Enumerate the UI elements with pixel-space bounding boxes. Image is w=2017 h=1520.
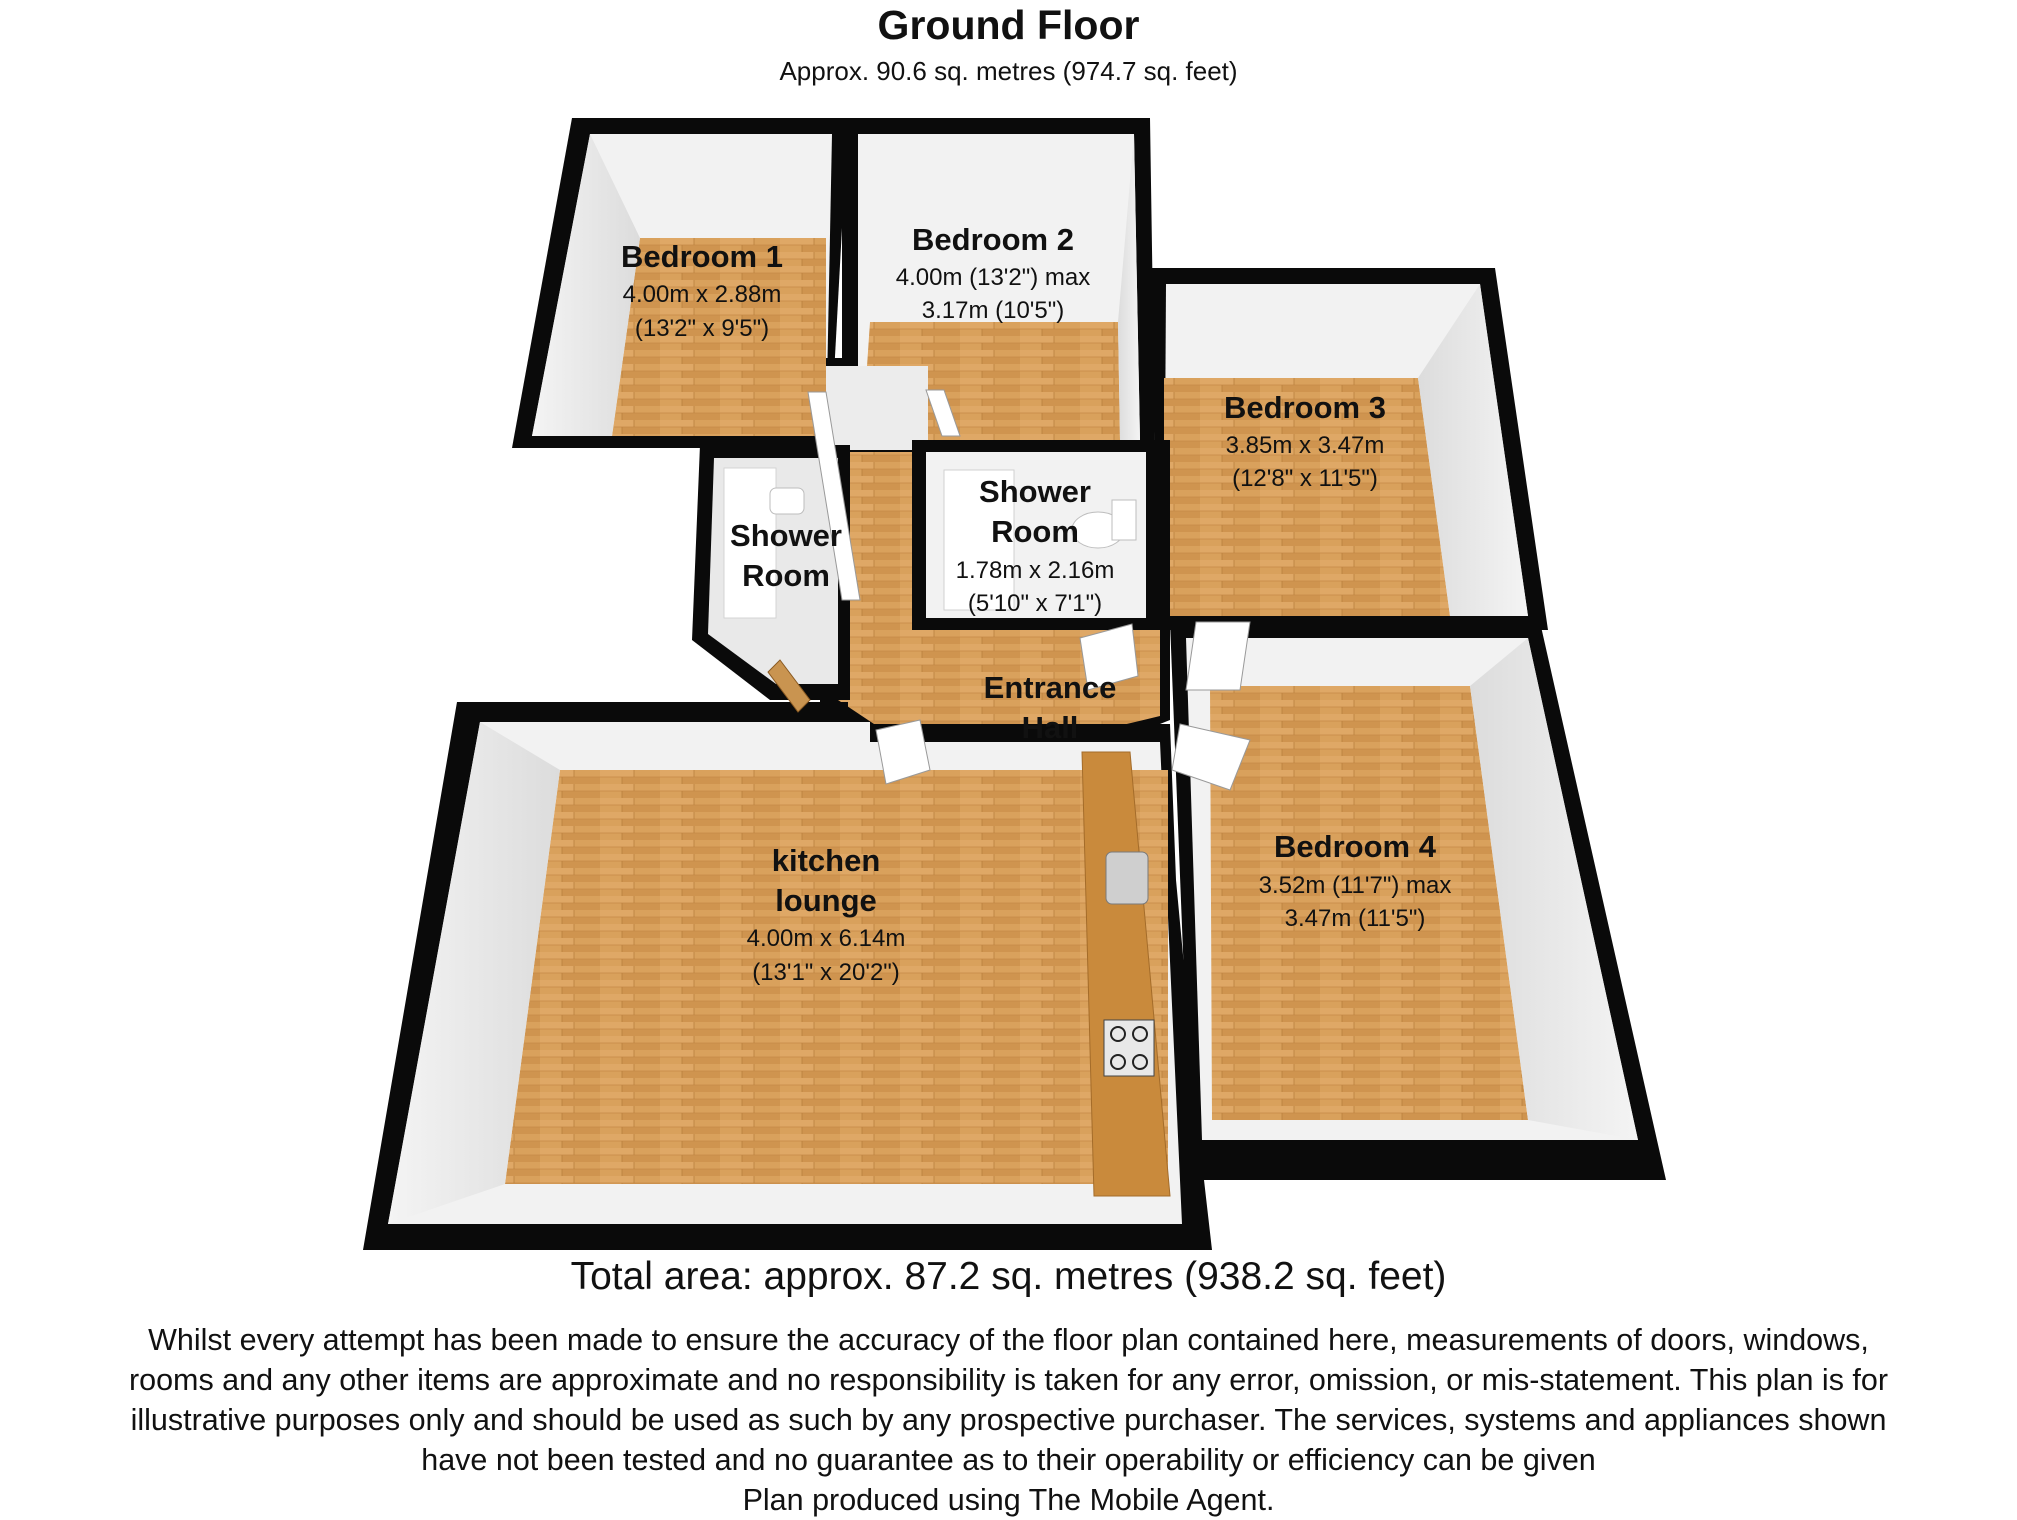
- bedroom-3-dim-metric: 3.85m x 3.47m: [1226, 432, 1385, 459]
- shower-room-main-name-2: Room: [991, 514, 1079, 549]
- disclaimer-line: Plan produced using The Mobile Agent.: [742, 1483, 1275, 1517]
- disclaimer-line: have not been tested and no guarantee as…: [421, 1443, 1596, 1477]
- room-bedroom-2: [826, 118, 1155, 445]
- bedroom-1-dim-imperial: (13'2" x 9'5"): [635, 315, 769, 342]
- floor-area-subtitle: Approx. 90.6 sq. metres (974.7 sq. feet): [779, 56, 1238, 86]
- entrance-hall-name-1: Entrance: [984, 670, 1117, 705]
- room-labels: Bedroom 1 4.00m x 2.88m (13'2" x 9'5") B…: [621, 222, 1451, 986]
- hob-icon: [1103, 1019, 1155, 1077]
- bedroom-4-dim-1: 3.52m (11'7") max: [1259, 872, 1452, 899]
- bedroom-2-dim-1: 4.00m (13'2") max: [896, 264, 1091, 291]
- sink-icon: [1105, 851, 1149, 905]
- kitchen-counter: [1081, 751, 1171, 1197]
- bedroom-3-dim-imperial: (12'8" x 11'5"): [1232, 465, 1378, 492]
- entrance-hall-name-2: Hall: [1022, 710, 1079, 745]
- disclaimer-line: rooms and any other items are approximat…: [128, 1363, 1889, 1397]
- shower-room-small-name-2: Room: [742, 558, 830, 593]
- room-bedroom-4: [1170, 622, 1666, 1180]
- shower-room-main-dim-metric: 1.78m x 2.16m: [956, 557, 1115, 584]
- shower-room-main-name-1: Shower: [979, 474, 1091, 509]
- shower-room-main-dim-imperial: (5'10" x 7'1"): [968, 590, 1102, 617]
- bedroom-2-name: Bedroom 2: [912, 222, 1074, 257]
- room-shower-small: [692, 445, 850, 700]
- bedroom-3-name: Bedroom 3: [1224, 390, 1386, 425]
- bedroom-2-dim-2: 3.17m (10'5"): [922, 297, 1065, 324]
- bedroom-4-name: Bedroom 4: [1274, 829, 1437, 864]
- disclaimer-line: illustrative purposes only and should be…: [130, 1403, 1887, 1437]
- kitchen-lounge-name-1: kitchen: [772, 843, 881, 878]
- doors: [767, 389, 1251, 791]
- page-title: Ground Floor: [877, 2, 1140, 48]
- disclaimer: Whilst every attempt has been made to en…: [10, 1320, 2007, 1520]
- bedroom-1-dim-metric: 4.00m x 2.88m: [623, 281, 782, 308]
- kitchen-lounge-name-2: lounge: [775, 883, 877, 918]
- room-bedroom-1: [512, 118, 848, 448]
- room-kitchen-lounge: [363, 702, 1212, 1250]
- kitchen-lounge-dim-metric: 4.00m x 6.14m: [747, 925, 906, 952]
- shower-room-small-name-1: Shower: [730, 518, 842, 553]
- room-bedroom-3: [1150, 268, 1548, 630]
- room-shower-main: [912, 440, 1160, 630]
- kitchen-lounge-dim-imperial: (13'1" x 20'2"): [752, 959, 900, 986]
- disclaimer-line: Whilst every attempt has been made to en…: [148, 1323, 1869, 1357]
- total-area: Total area: approx. 87.2 sq. metres (938…: [570, 1255, 1447, 1298]
- bedroom-4-dim-2: 3.47m (11'5"): [1285, 905, 1426, 932]
- bedroom-1-name: Bedroom 1: [621, 239, 783, 274]
